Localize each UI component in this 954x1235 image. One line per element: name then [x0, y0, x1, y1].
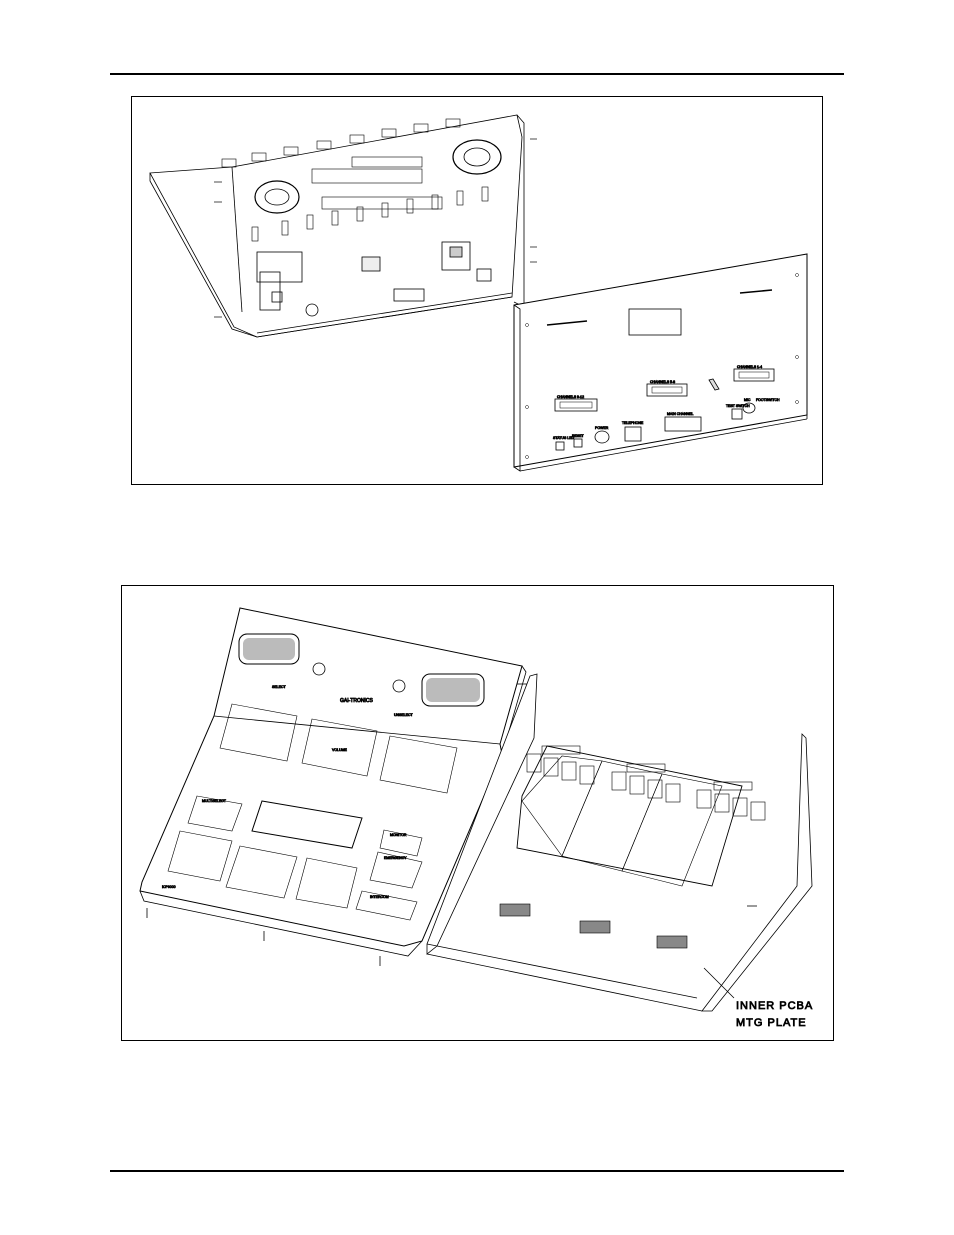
label-main-channel: MAIN CHANNEL	[667, 412, 694, 416]
button-groups	[167, 703, 458, 921]
label-ch-1-4: CHANNELS 1-4	[737, 365, 762, 369]
label-ch-9-12: CHANNELS 9-12	[557, 395, 584, 399]
label-mic: MIC	[744, 398, 751, 402]
rear-panel-drawing: CHANNELS 9-12 CHANNELS 5-8 CHANNELS 1-4 …	[149, 114, 808, 472]
label-footswitch: FOOTSWITCH	[756, 398, 780, 402]
label-power: POWER	[595, 426, 609, 430]
ribbon-connector-3	[656, 935, 688, 949]
speaker-grille-left	[238, 633, 300, 665]
chassis-housing	[149, 114, 537, 338]
db-connector-ch-1-4	[733, 368, 775, 382]
label-test-switch: TEST SWITCH	[726, 404, 750, 408]
label-unselect: UNSELECT	[394, 713, 414, 717]
label-emergency: EMERGENCY	[384, 856, 407, 860]
db-connector-ch-5-8	[646, 383, 688, 397]
figure-console-assembly: GAI-TRONICS ICP9000 SELECT UNSELECT VOLU…	[121, 585, 834, 1041]
label-volume: VOLUME	[332, 748, 347, 752]
label-multiselect: MULTISELECT	[202, 799, 227, 803]
label-status-led: STATUS LED	[553, 436, 575, 440]
figure-rear-panel-assembly: CHANNELS 9-12 CHANNELS 5-8 CHANNELS 1-4 …	[131, 96, 823, 485]
console-drawing: GAI-TRONICS ICP9000 SELECT UNSELECT VOLU…	[139, 607, 813, 1029]
callout-inner-pcba: INNER PCBA	[736, 1000, 813, 1012]
ribbon-connector-2	[579, 920, 611, 934]
ribbon-connector-1	[499, 903, 531, 917]
label-model: ICP9000	[162, 885, 176, 889]
label-reset: RESET	[572, 434, 585, 438]
knob-right	[392, 679, 406, 693]
rj-connector-row	[526, 745, 766, 821]
rear-housing	[426, 673, 813, 1012]
speaker-grille-right	[421, 673, 485, 707]
front-console: GAI-TRONICS ICP9000 SELECT UNSELECT VOLU…	[139, 607, 527, 966]
lcd-display	[251, 800, 363, 849]
footer-rule	[110, 1170, 844, 1172]
label-select: SELECT	[272, 685, 286, 689]
label-telephone: TELEPHONE	[622, 421, 644, 425]
knob-left	[312, 662, 326, 676]
label-monitor: MONITOR	[390, 833, 407, 837]
callout-mtg-plate: MTG PLATE	[736, 1017, 807, 1029]
label-intercom: INTERCOM	[370, 895, 389, 899]
db-connector-ch-9-12	[554, 398, 598, 412]
label-brand: GAI-TRONICS	[340, 698, 373, 704]
label-ch-5-8: CHANNELS 5-8	[650, 380, 675, 384]
callout-leader	[703, 967, 735, 999]
header-rule	[110, 73, 844, 75]
rear-panel-plate: CHANNELS 9-12 CHANNELS 5-8 CHANNELS 1-4 …	[513, 253, 808, 472]
